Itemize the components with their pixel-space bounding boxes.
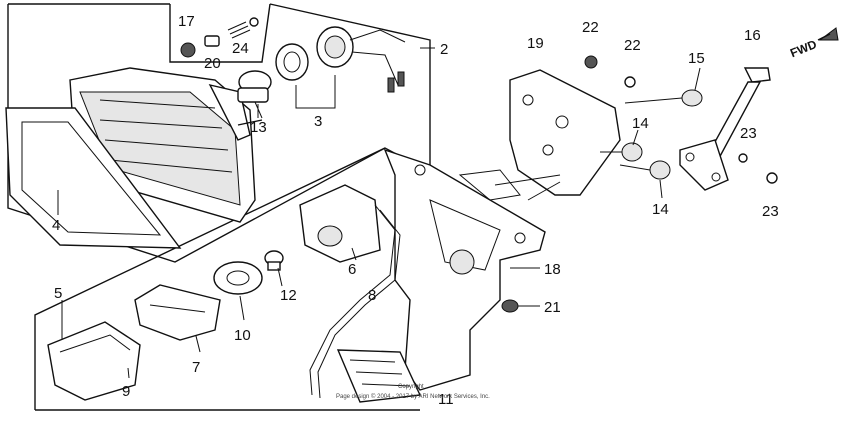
callout-15: 15 — [688, 50, 705, 67]
stay-rod — [679, 67, 778, 191]
copyright-line-2: Page design © 2004 - 2017 by ARI Network… — [336, 393, 490, 400]
callout-21: 21 — [544, 299, 561, 316]
lens-seal — [134, 284, 221, 341]
callout-11: 11 — [438, 391, 454, 408]
lens-gasket — [5, 107, 182, 249]
callout-12: 12 — [280, 287, 297, 304]
license-light-housing — [299, 184, 401, 399]
license-plate-bracket — [383, 148, 546, 391]
callout-22-right: 22 — [624, 37, 641, 54]
forward-label: FWD — [788, 37, 819, 60]
callout-3: 3 — [314, 113, 322, 130]
license-lens — [47, 321, 141, 401]
callout-7: 7 — [192, 359, 200, 376]
callout-14-upper: 14 — [632, 115, 649, 132]
callout-18: 18 — [544, 261, 561, 278]
callout-23-lower: 23 — [762, 203, 779, 220]
callout-10: 10 — [234, 327, 251, 344]
leader-lines — [57, 47, 701, 379]
mounting-bracket — [458, 69, 621, 201]
callout-labels: 17 20 24 2 13 3 4 22 22 19 15 16 14 14 2… — [52, 13, 819, 408]
socket-assembly — [275, 26, 406, 93]
license-bulb — [264, 250, 284, 271]
callout-20: 20 — [204, 55, 221, 72]
reflector — [336, 349, 422, 403]
callout-16: 16 — [744, 27, 761, 44]
callout-24: 24 — [232, 40, 249, 57]
lower-group-frame — [34, 147, 420, 411]
callout-6: 6 — [348, 261, 356, 278]
callout-13: 13 — [250, 119, 267, 136]
callout-4: 4 — [52, 217, 60, 234]
callout-8: 8 — [368, 287, 376, 304]
callout-2: 2 — [440, 41, 448, 58]
forward-arrow — [817, 27, 839, 41]
callout-22-left: 22 — [582, 19, 599, 36]
callout-5: 5 — [54, 285, 62, 302]
copyright-watermark: Copyright Page design © 2004 - 2017 by A… — [336, 384, 490, 400]
callout-23-upper: 23 — [740, 125, 757, 142]
license-light-ring — [213, 261, 263, 295]
callout-17: 17 — [178, 13, 195, 30]
callout-19: 19 — [527, 35, 544, 52]
screw-21 — [501, 299, 519, 313]
callout-9: 9 — [122, 383, 130, 400]
grommets — [584, 55, 703, 180]
copyright-line-1: Copyright — [398, 384, 424, 390]
small-hardware — [180, 17, 259, 58]
callout-14-lower: 14 — [652, 201, 669, 218]
